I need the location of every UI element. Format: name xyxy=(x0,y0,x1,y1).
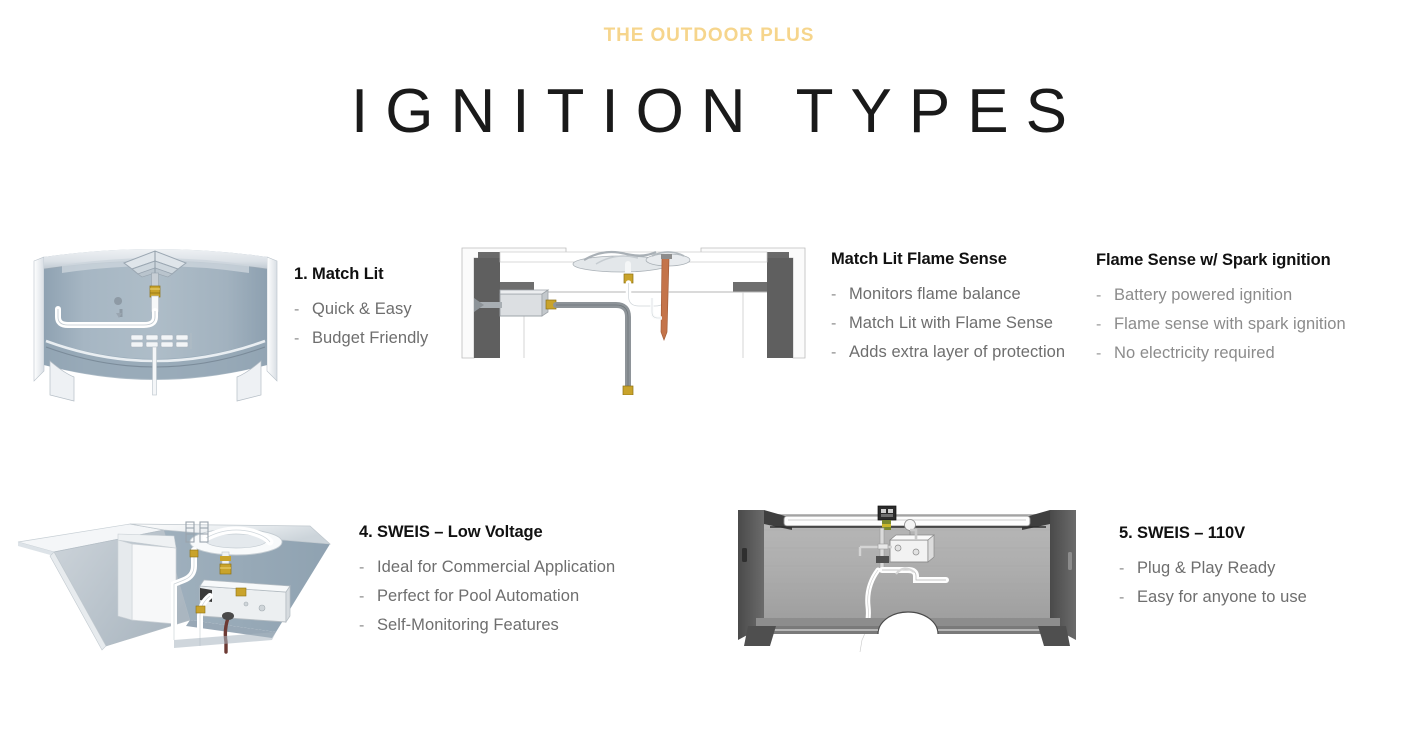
bullet-dash: - xyxy=(294,301,300,318)
bullet-list: - Quick & Easy - Budget Friendly xyxy=(294,300,504,348)
bullet-dash: - xyxy=(1096,316,1102,333)
bullet-list: - Battery powered ignition - Flame sense… xyxy=(1096,286,1386,363)
list-item: - Flame sense with spark ignition xyxy=(1096,315,1386,334)
list-item: - Budget Friendly xyxy=(294,329,504,348)
rectangular-fire-pit-cutaway-diagram xyxy=(730,500,1085,655)
bullet-dash: - xyxy=(831,344,837,361)
list-item: - Plug & Play Ready xyxy=(1119,559,1369,578)
bullet-text: Adds extra layer of protection xyxy=(849,343,1066,361)
list-item: - Monitors flame balance xyxy=(831,285,1091,304)
bullet-text: Easy for anyone to use xyxy=(1137,588,1307,606)
tapered-fire-pit-cutaway-diagram xyxy=(14,500,344,660)
bullet-dash: - xyxy=(831,286,837,303)
bullet-text: Flame sense with spark ignition xyxy=(1114,315,1346,333)
text-block-sweis-low-voltage: 4. SWEIS – Low Voltage - Ideal for Comme… xyxy=(359,523,659,645)
bullet-dash: - xyxy=(1119,560,1125,577)
bullet-text: Self-Monitoring Features xyxy=(377,616,559,634)
list-item: - Ideal for Commercial Application xyxy=(359,558,659,577)
text-block-flame-sense-spark-ignition: Flame Sense w/ Spark ignition - Battery … xyxy=(1096,251,1386,373)
bullet-text: Plug & Play Ready xyxy=(1137,559,1276,577)
bullet-dash: - xyxy=(294,330,300,347)
list-item: - Adds extra layer of protection xyxy=(831,343,1091,362)
list-item: - Match Lit with Flame Sense xyxy=(831,314,1091,333)
bullet-dash: - xyxy=(359,559,365,576)
block-heading: Flame Sense w/ Spark ignition xyxy=(1096,251,1331,269)
bullet-text: Ideal for Commercial Application xyxy=(377,558,616,576)
block-heading: Match Lit Flame Sense xyxy=(831,250,1007,268)
block-heading: 5. SWEIS – 110V xyxy=(1119,524,1245,542)
brand-subtitle: THE OUTDOOR PLUS xyxy=(603,25,815,46)
list-item: - Perfect for Pool Automation xyxy=(359,587,659,606)
bullet-list: - Plug & Play Ready - Easy for anyone to… xyxy=(1119,559,1369,607)
block-heading: 4. SWEIS – Low Voltage xyxy=(359,523,543,541)
block-heading: 1. Match Lit xyxy=(294,265,384,283)
list-item: - Self-Monitoring Features xyxy=(359,616,659,635)
bullet-dash: - xyxy=(359,588,365,605)
bullet-dash: - xyxy=(1096,287,1102,304)
bullet-text: Quick & Easy xyxy=(312,300,412,318)
bullet-list: - Monitors flame balance - Match Lit wit… xyxy=(831,285,1091,362)
bullet-dash: - xyxy=(831,315,837,332)
bullet-text: Budget Friendly xyxy=(312,329,429,347)
bullet-text: Monitors flame balance xyxy=(849,285,1021,303)
bullet-text: No electricity required xyxy=(1114,344,1275,362)
bullet-text: Battery powered ignition xyxy=(1114,286,1293,304)
bullet-text: Perfect for Pool Automation xyxy=(377,587,580,605)
list-item: - Easy for anyone to use xyxy=(1119,588,1369,607)
bullet-dash: - xyxy=(1096,345,1102,362)
bullet-list: - Ideal for Commercial Application - Per… xyxy=(359,558,659,635)
bullet-text: Match Lit with Flame Sense xyxy=(849,314,1053,332)
list-item: - Quick & Easy xyxy=(294,300,504,319)
bullet-dash: - xyxy=(359,617,365,634)
text-block-sweis-110v: 5. SWEIS – 110V - Plug & Play Ready - Ea… xyxy=(1119,524,1369,617)
bullet-dash: - xyxy=(1119,589,1125,606)
round-fire-bowl-cutaway-diagram xyxy=(28,243,283,403)
list-item: - No electricity required xyxy=(1096,344,1386,363)
match-lit-flame-sense-cutaway-diagram xyxy=(456,240,811,395)
page-title: IGNITION TYPES xyxy=(351,77,1084,146)
text-block-match-lit-flame-sense: Match Lit Flame Sense - Monitors flame b… xyxy=(831,250,1091,372)
text-block-match-lit: 1. Match Lit - Quick & Easy - Budget Fri… xyxy=(294,265,504,358)
list-item: - Battery powered ignition xyxy=(1096,286,1386,305)
